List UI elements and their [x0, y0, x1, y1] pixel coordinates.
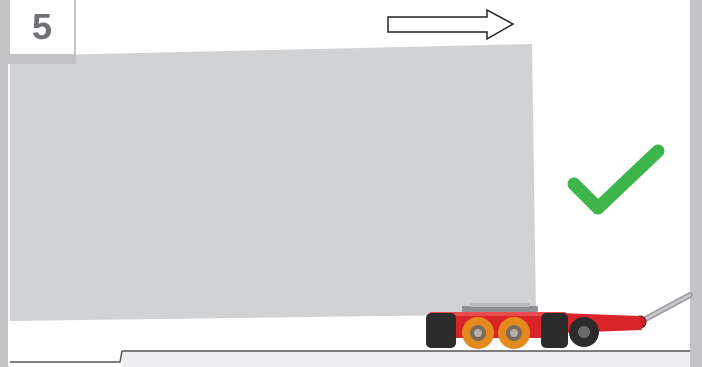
step-badge: 5: [0, 0, 76, 64]
step-number: 5: [32, 9, 52, 45]
step-badge-inner: 5: [10, 0, 74, 54]
load-block: [10, 44, 536, 321]
checkmark-icon: [574, 151, 658, 208]
floor: [10, 351, 690, 367]
arrow-right-icon: [388, 10, 513, 39]
